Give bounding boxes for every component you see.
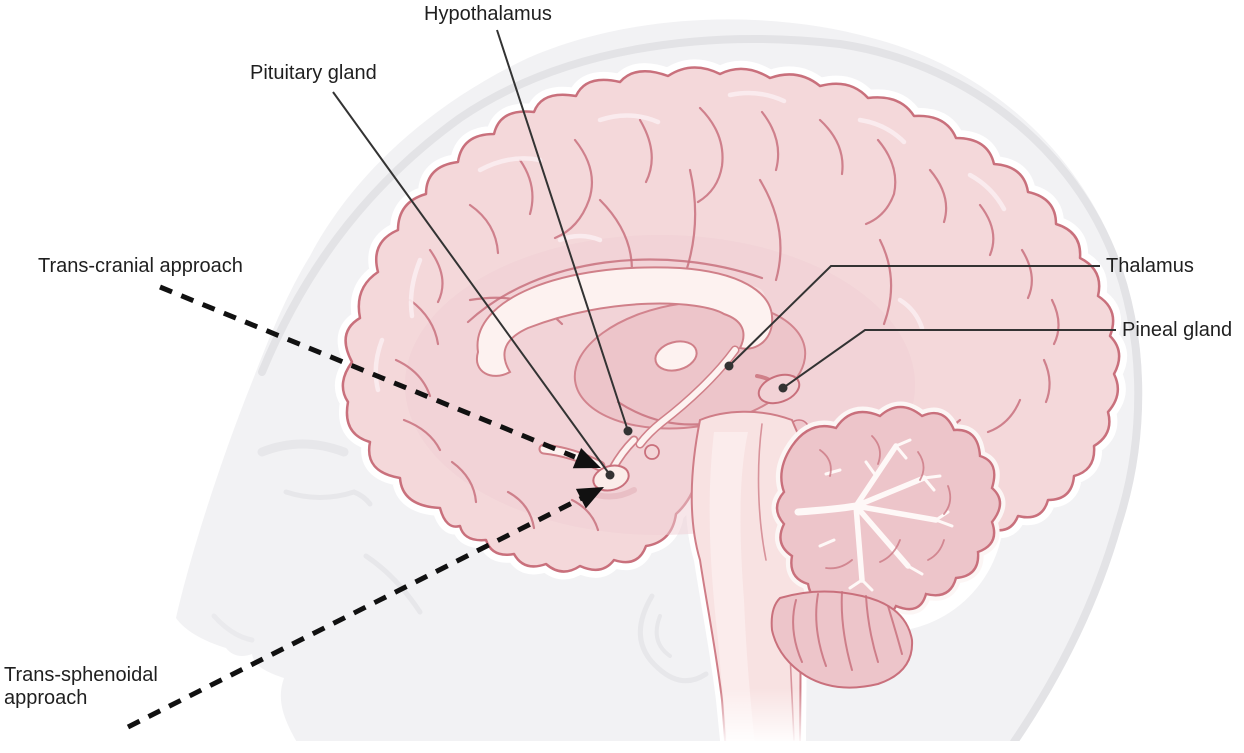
label-hypothalamus: Hypothalamus: [424, 3, 552, 25]
label-trans-sphenoidal: Trans-sphenoidal approach: [4, 664, 158, 709]
label-pituitary-gland: Pituitary gland: [250, 62, 377, 84]
trans-sphenoidal-arrow: [126, 487, 604, 730]
hypothalamus-pointer-line: [496, 29, 633, 436]
ear-outline: [637, 593, 709, 684]
pituitary-pointer-line: [332, 91, 615, 480]
closed-eye: [257, 439, 423, 615]
cerebellum: [770, 401, 1006, 689]
gyri-highlights: [373, 90, 1007, 393]
trans-cranial-arrow: [159, 284, 601, 469]
annotation-lines: [126, 29, 1116, 730]
label-trans-cranial: Trans-cranial approach: [38, 255, 243, 277]
cerebellar-tonsil: [770, 590, 914, 689]
fornix: [637, 347, 738, 447]
label-thalamus: Thalamus: [1106, 255, 1194, 277]
corpus-callosum: [475, 266, 774, 449]
mammillary-body: [644, 444, 660, 460]
pineal-pointer-line: [778, 329, 1116, 393]
label-pineal-gland: Pineal gland: [1122, 319, 1233, 341]
skull-outline: [258, 35, 1143, 746]
nose-shading: [211, 613, 255, 643]
interthalamic-adhesion: [654, 340, 698, 372]
arbor-vitae: [794, 438, 954, 592]
thalamus-pointer-line: [724, 265, 1100, 371]
bottom-fade: [0, 741, 1244, 753]
